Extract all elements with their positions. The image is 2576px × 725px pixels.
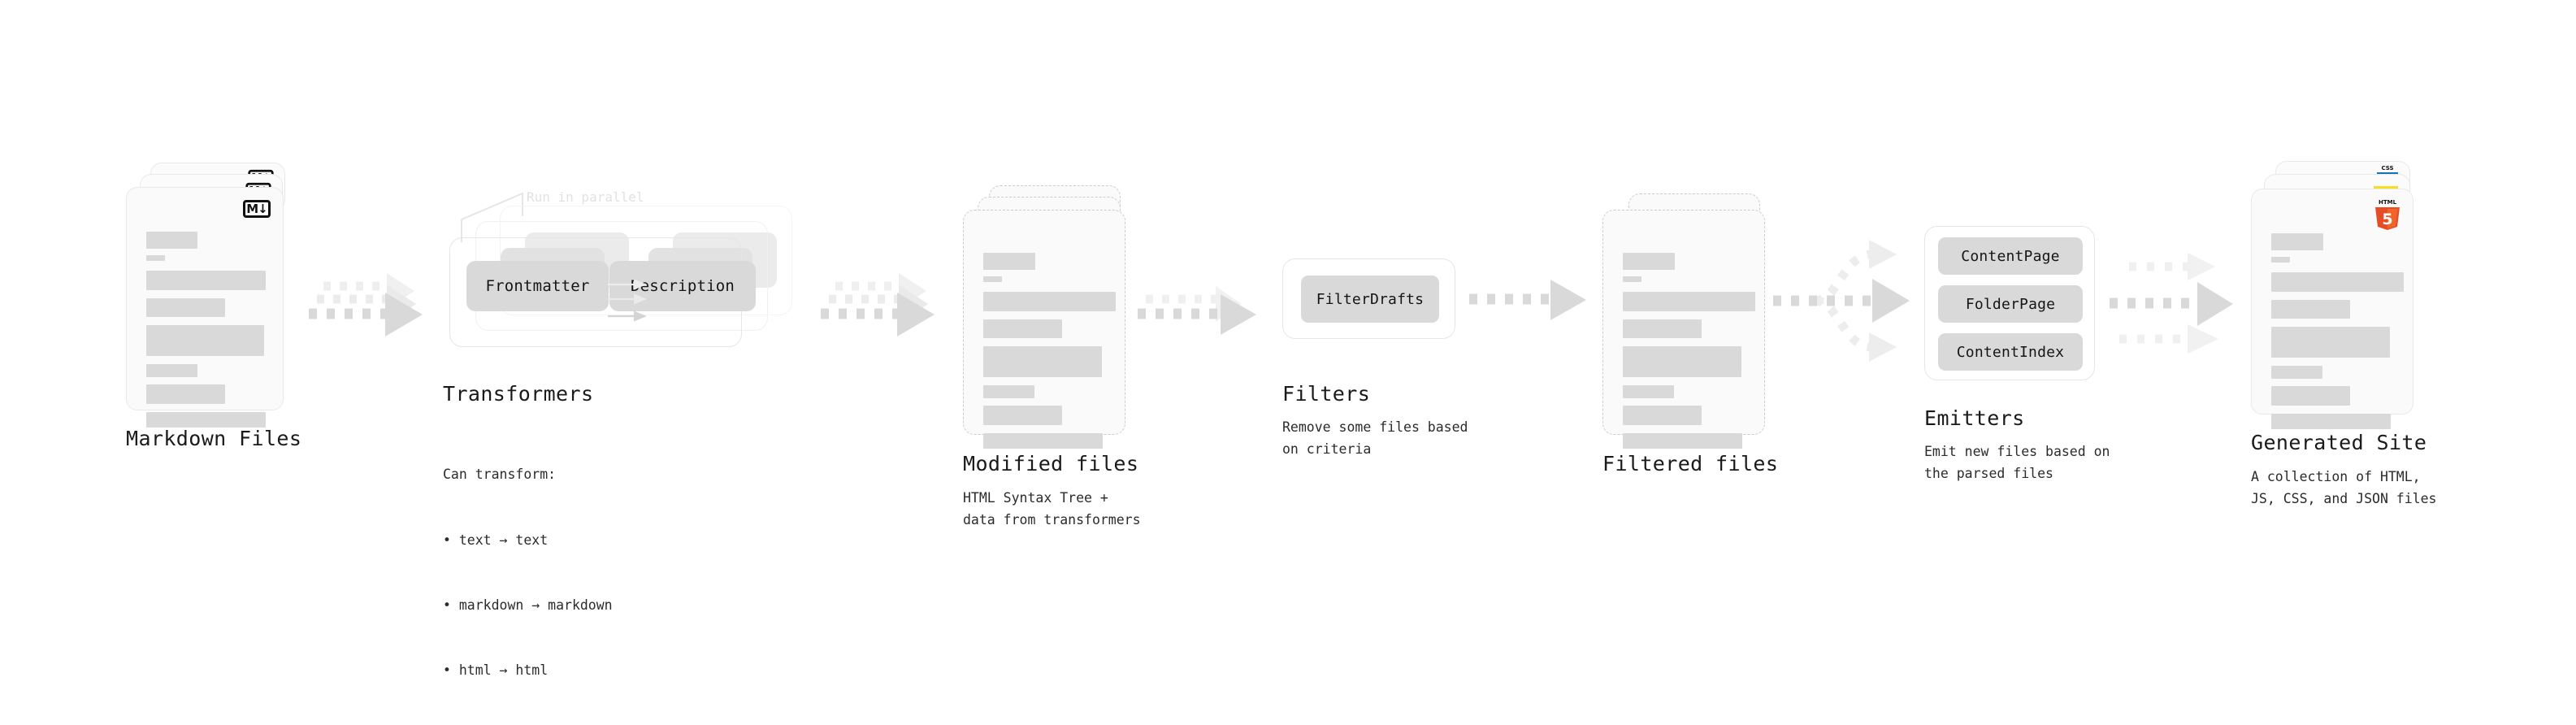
filter-chip-filterdrafts[interactable]: FilterDrafts xyxy=(1301,276,1439,323)
skeleton-bar xyxy=(146,384,225,404)
emitters-group: ContentPage FolderPage ContentIndex xyxy=(1924,226,2095,380)
stage-title-transformers: Transformers xyxy=(443,382,594,406)
transformer-chip-frontmatter[interactable]: Frontmatter xyxy=(466,261,609,311)
arrow-filtered-to-emitters xyxy=(1773,224,1928,378)
transform-caption: Can transform: xyxy=(443,467,557,483)
skeleton-bar xyxy=(983,385,1034,398)
stage-title-generated-site: Generated Site xyxy=(2251,431,2427,454)
stage-filtered-files: Filtered files xyxy=(1602,185,1778,475)
skeleton-bar xyxy=(2271,300,2350,319)
filtered-skeleton xyxy=(1603,211,1764,449)
skeleton-bar xyxy=(983,406,1062,425)
skeleton-bar xyxy=(1623,433,1742,449)
modified-card-front xyxy=(963,210,1125,449)
html5-icon: HTML 5 xyxy=(2373,198,2402,232)
emitter-chip-contentindex[interactable]: ContentIndex xyxy=(1938,333,2083,371)
emitter-chip-folderpage[interactable]: FolderPage xyxy=(1938,285,2083,323)
skeleton-bar xyxy=(146,298,225,317)
site-skeleton xyxy=(2252,189,2413,429)
skeleton-bar xyxy=(983,276,1002,282)
skeleton-bar xyxy=(2271,327,2390,358)
skeleton-bar xyxy=(146,271,266,290)
skeleton-bar xyxy=(146,325,264,356)
stage-subtitle-emitters: Emit new files based on the parsed files xyxy=(1924,444,2110,481)
arrow-transformers-to-modified xyxy=(821,268,951,358)
run-in-parallel-annotation xyxy=(459,187,557,244)
transformer-group-front: Frontmatter Description xyxy=(449,237,756,347)
stage-markdown-files: M↓ M↓ M↓ Markdown Files xyxy=(126,163,301,450)
stage-modified-files: Modified files HTML Syntax Tree + data f… xyxy=(963,185,1141,527)
stage-subtitle-transformers: Can transform: • text → text • markdown … xyxy=(443,421,613,725)
emitter-chip-contentpage[interactable]: ContentPage xyxy=(1938,237,2083,275)
skeleton-bar xyxy=(2271,233,2323,250)
stage-subtitle-modified-files: HTML Syntax Tree + data from transformer… xyxy=(963,490,1141,527)
stage-title-modified-files: Modified files xyxy=(963,452,1139,475)
transform-bullet: • html → html xyxy=(443,662,549,678)
transform-bullet: • markdown → markdown xyxy=(443,597,613,613)
skeleton-bar xyxy=(1623,253,1675,270)
arrow-markdown-to-transformers xyxy=(309,268,439,358)
run-in-parallel-label: Run in parallel xyxy=(527,189,644,205)
site-card-stack: CSS HTML 5 xyxy=(2251,161,2426,429)
skeleton-bar xyxy=(2271,386,2350,406)
modified-skeleton xyxy=(964,211,1125,449)
stage-generated-site: CSS HTML 5 xyxy=(2251,161,2436,506)
skeleton-bar xyxy=(1623,346,1741,377)
arrow-filters-to-filtered xyxy=(1469,280,1599,343)
filtered-card-stack xyxy=(1602,185,1777,449)
css3-icon-label: CSS xyxy=(2381,165,2394,171)
stage-title-filtered-files: Filtered files xyxy=(1602,452,1779,475)
stage-subtitle-generated-site: A collection of HTML, JS, CSS, and JSON … xyxy=(2251,469,2437,506)
skeleton-bar xyxy=(1623,292,1755,311)
skeleton-bar xyxy=(2271,257,2290,263)
markdown-icon: M↓ xyxy=(243,200,271,218)
modified-card-stack xyxy=(963,185,1138,449)
svg-text:HTML: HTML xyxy=(2379,199,2397,206)
markdown-card-stack: M↓ M↓ M↓ xyxy=(126,163,297,428)
pipeline-diagram: M↓ M↓ M↓ Markdown Files xyxy=(126,161,2436,678)
stage-subtitle-filters: Remove some files based on criteria xyxy=(1282,419,1468,457)
stage-title-filters: Filters xyxy=(1282,382,1371,406)
markdown-skeleton xyxy=(127,188,283,428)
filtered-card-front xyxy=(1602,210,1765,449)
skeleton-bar xyxy=(1623,385,1674,398)
skeleton-bar xyxy=(146,255,165,261)
site-card-front: HTML 5 xyxy=(2251,189,2413,429)
arrow-modified-to-filters xyxy=(1138,284,1276,366)
skeleton-bar xyxy=(1623,276,1641,282)
skeleton-bar xyxy=(1623,319,1702,338)
skeleton-bar xyxy=(983,433,1103,449)
skeleton-bar xyxy=(983,292,1116,311)
skeleton-bar xyxy=(983,346,1102,377)
skeleton-bar xyxy=(146,412,266,428)
stage-title-markdown-files: Markdown Files xyxy=(126,427,302,450)
skeleton-bar xyxy=(2271,366,2322,379)
filters-group: FilterDrafts xyxy=(1282,258,1455,339)
skeleton-bar xyxy=(983,319,1062,338)
skeleton-bar xyxy=(1623,406,1702,425)
svg-text:5: 5 xyxy=(2382,211,2392,228)
stage-title-emitters: Emitters xyxy=(1924,406,2025,430)
transformer-mini-arrows xyxy=(608,279,657,337)
skeleton-bar xyxy=(983,253,1035,270)
skeleton-bar xyxy=(146,364,197,377)
skeleton-bar xyxy=(2271,272,2404,292)
transform-bullet: • text → text xyxy=(443,532,549,548)
arrow-emitters-to-site xyxy=(2110,240,2264,370)
skeleton-bar xyxy=(146,232,197,249)
markdown-card-front: M↓ xyxy=(126,187,284,428)
skeleton-bar xyxy=(2271,414,2391,429)
